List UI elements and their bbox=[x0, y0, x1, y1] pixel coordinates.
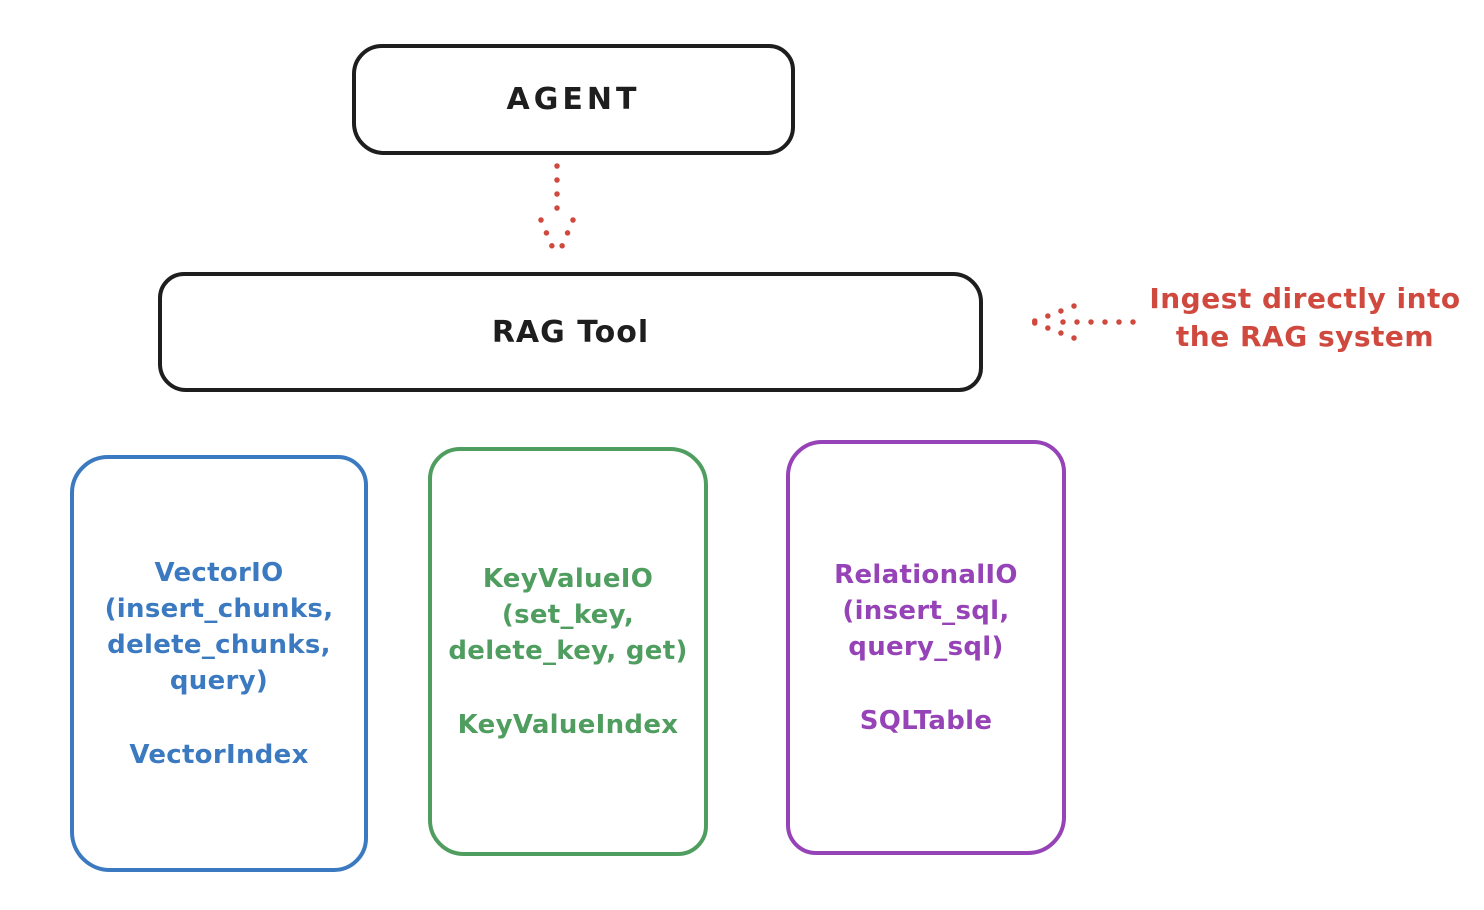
agent-node: AGENT bbox=[352, 44, 795, 155]
card-line: RelationalIO bbox=[834, 559, 1018, 590]
sql-table-label: SQLTable bbox=[859, 705, 993, 736]
rag-tool-node: RAG Tool bbox=[158, 272, 983, 392]
dotted-arrow-down-icon bbox=[538, 163, 576, 261]
relational-io-heading: RelationalIO (insert_sql, query_sql) bbox=[834, 557, 1018, 665]
ingest-annotation-line1: Ingest directly into bbox=[1149, 282, 1461, 315]
relational-io-card: RelationalIO (insert_sql, query_sql) SQL… bbox=[786, 440, 1066, 855]
card-line: KeyValueIO bbox=[482, 563, 654, 594]
ingest-annotation: Ingest directly into the RAG system bbox=[1130, 280, 1480, 356]
ingest-annotation-line2: the RAG system bbox=[1175, 320, 1435, 353]
vector-io-card: VectorIO (insert_chunks, delete_chunks, … bbox=[70, 455, 368, 872]
keyvalue-io-card: KeyValueIO (set_key, delete_key, get) Ke… bbox=[428, 447, 708, 856]
rag-tool-label: RAG Tool bbox=[491, 314, 650, 350]
card-line: delete_key, get) bbox=[448, 635, 688, 666]
vector-io-heading: VectorIO (insert_chunks, delete_chunks, … bbox=[105, 555, 334, 699]
agent-label: AGENT bbox=[506, 82, 641, 117]
card-line: (insert_sql, bbox=[842, 595, 1010, 626]
keyvalue-index-label: KeyValueIndex bbox=[457, 709, 679, 740]
card-line: query) bbox=[169, 665, 269, 696]
keyvalue-io-heading: KeyValueIO (set_key, delete_key, get) bbox=[448, 561, 687, 669]
vector-index-label: VectorIndex bbox=[129, 739, 309, 770]
dotted-arrow-left-icon bbox=[1029, 303, 1136, 341]
card-line: (set_key, bbox=[501, 599, 635, 630]
card-line: VectorIO bbox=[154, 557, 284, 588]
card-line: (insert_chunks, bbox=[104, 593, 334, 624]
card-line: delete_chunks, bbox=[107, 629, 331, 660]
card-line: query_sql) bbox=[848, 631, 1004, 662]
